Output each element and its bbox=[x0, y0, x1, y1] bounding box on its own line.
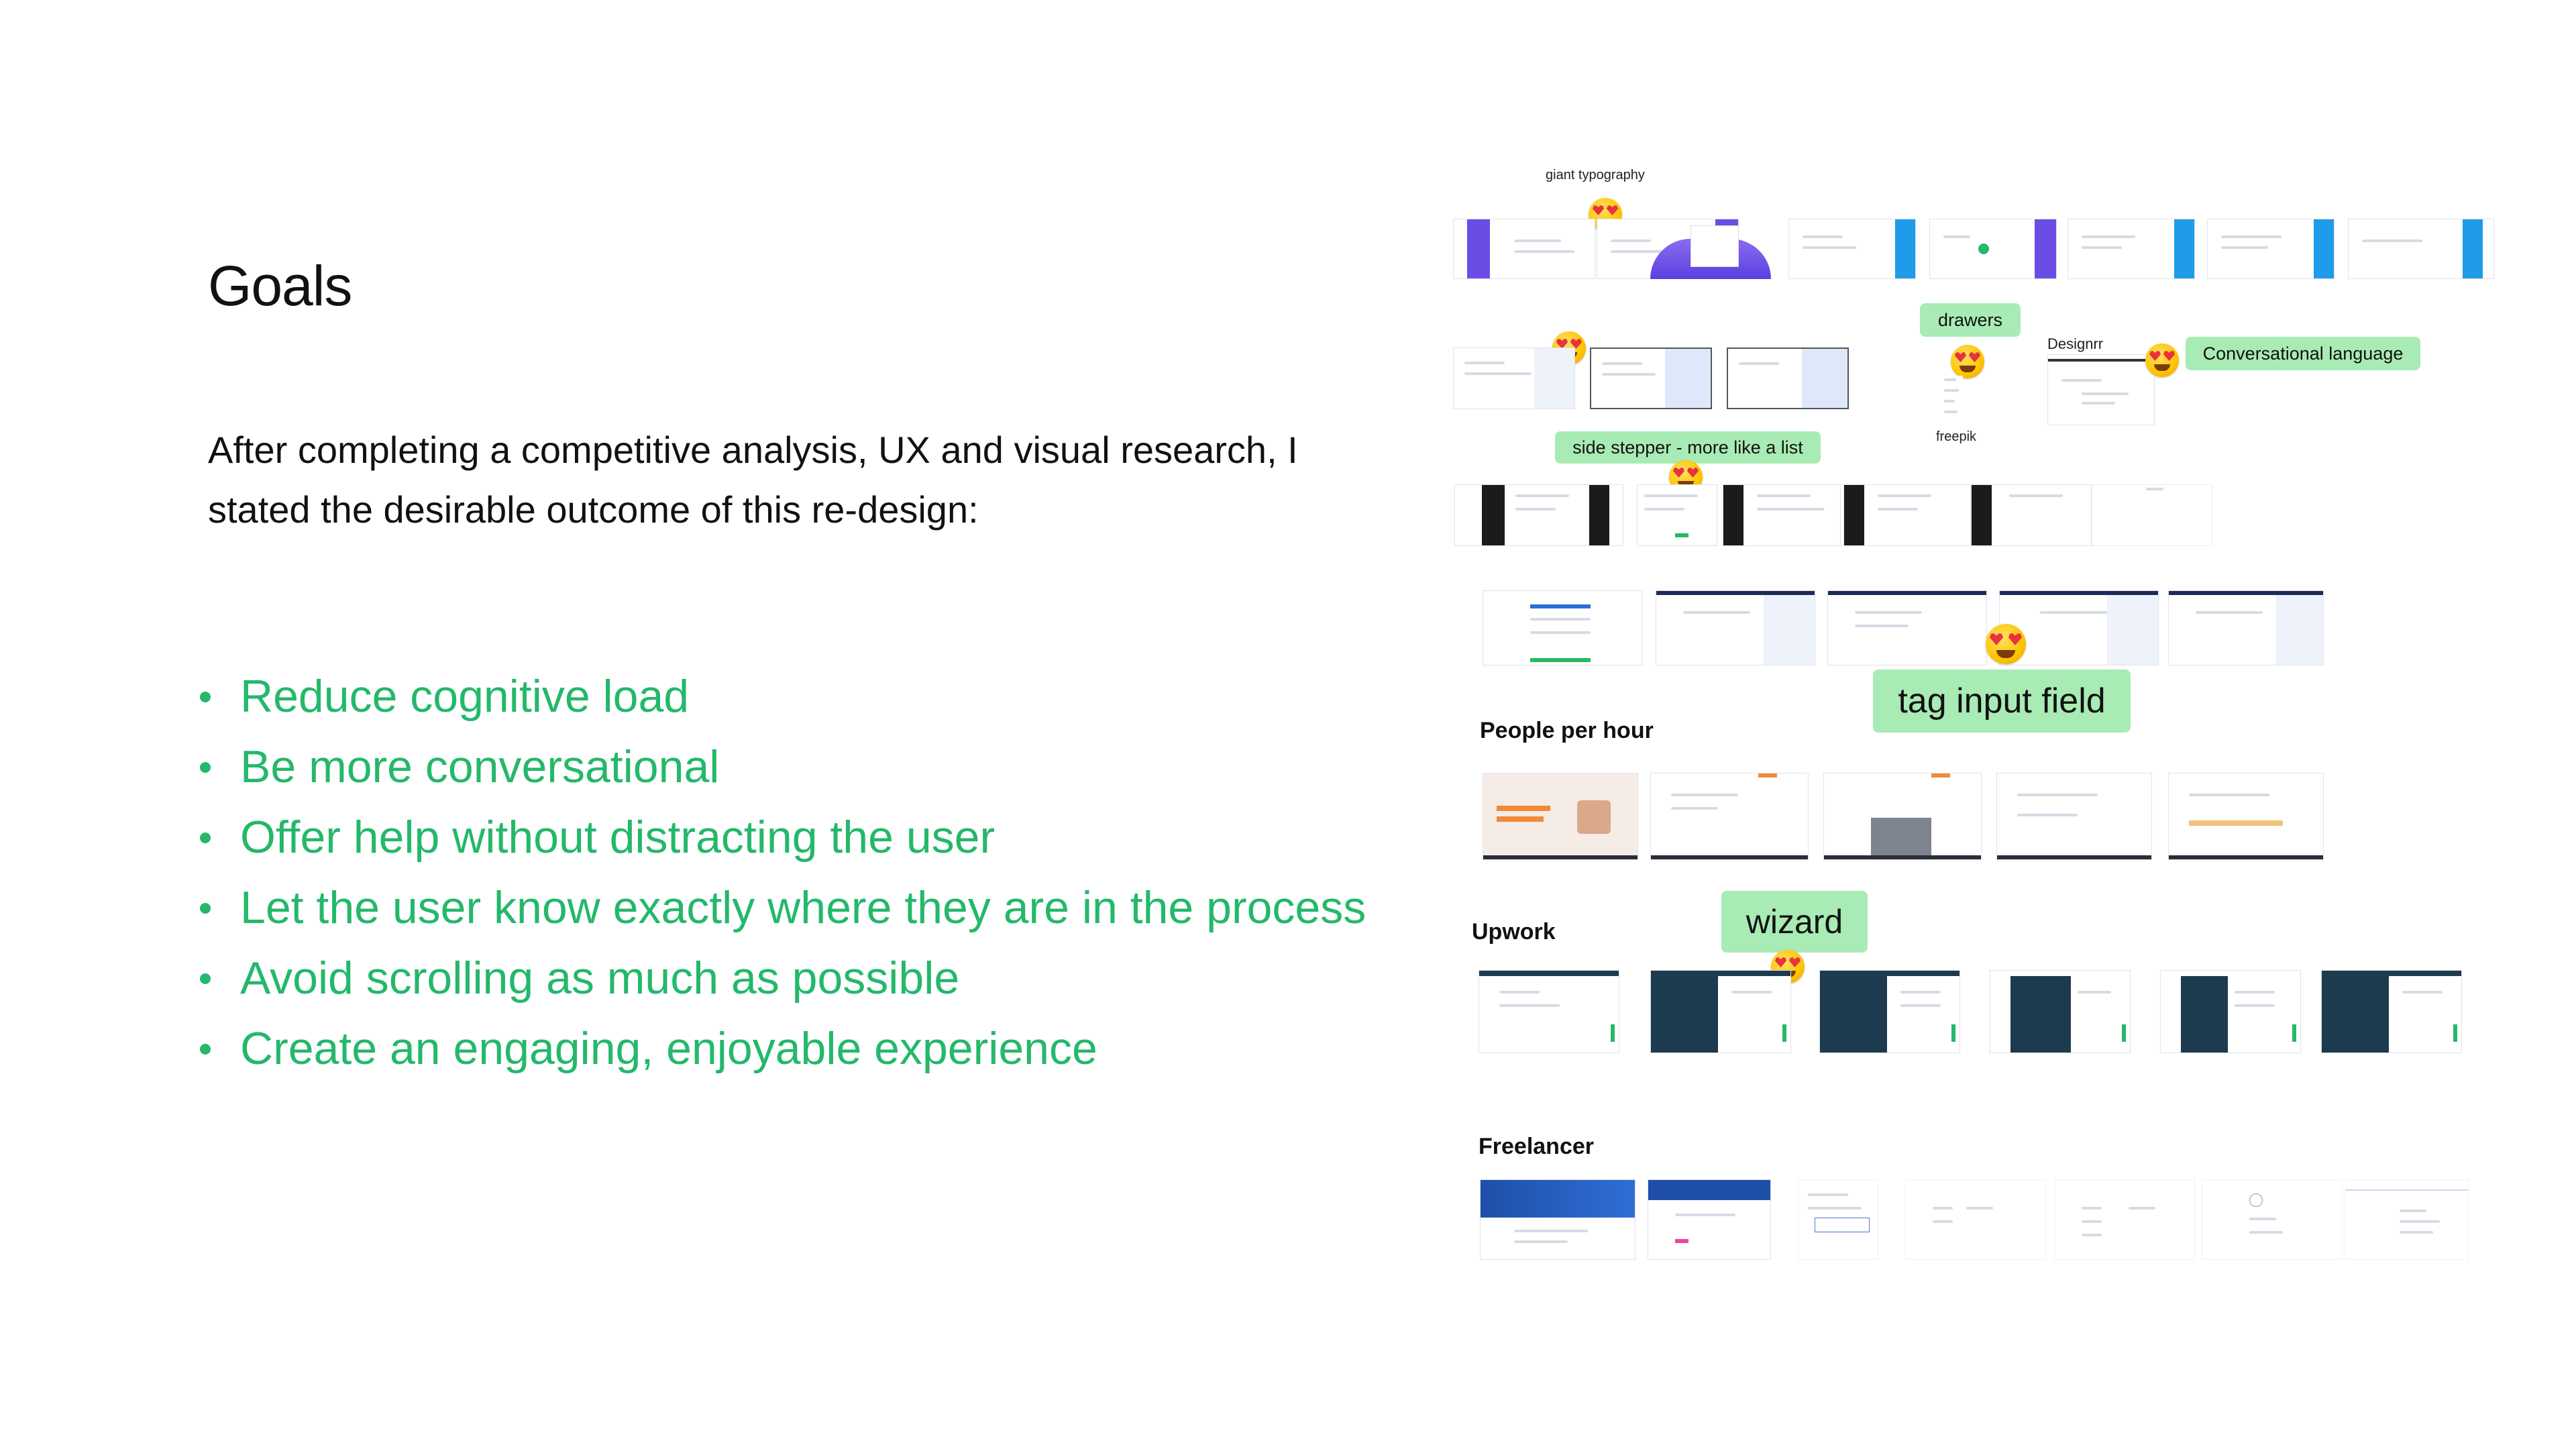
bullet-icon bbox=[200, 973, 211, 984]
screenshot-thumbnail bbox=[1637, 484, 1717, 546]
screenshot-thumbnail bbox=[1905, 1179, 2046, 1260]
screenshot-thumbnail bbox=[1656, 590, 1815, 665]
screenshot-thumbnail bbox=[1944, 376, 1963, 425]
goal-item: Offer help without distracting the user bbox=[196, 802, 1366, 873]
screenshot-thumbnail bbox=[2207, 219, 2334, 279]
screenshot-thumbnail bbox=[1996, 773, 2152, 860]
bullet-icon bbox=[200, 1044, 211, 1055]
note-giant-typography: giant typography bbox=[1546, 168, 1645, 182]
screenshot-thumbnail bbox=[1929, 219, 2057, 279]
screenshot-thumbnail bbox=[2160, 970, 2301, 1053]
screenshot-thumbnail bbox=[2202, 1179, 2343, 1260]
screenshot-thumbnail bbox=[1650, 219, 1771, 279]
goal-item: Create an engaging, enjoyable experience bbox=[196, 1014, 1366, 1084]
note-freepik: freepik bbox=[1936, 429, 1977, 444]
heart-eyes-emoji-icon bbox=[1986, 624, 2026, 664]
screenshot-thumbnail bbox=[1483, 773, 1638, 860]
bullet-icon bbox=[200, 692, 211, 702]
screenshot-thumbnail bbox=[1453, 219, 1595, 279]
screenshot-thumbnail bbox=[1727, 347, 1849, 409]
screenshot-thumbnail bbox=[2321, 970, 2462, 1053]
goals-list: Reduce cognitive load Be more conversati… bbox=[196, 661, 1366, 1084]
heart-eyes-emoji-icon bbox=[1951, 345, 1984, 378]
screenshot-thumbnail bbox=[2168, 773, 2324, 860]
note-designrr: Designrr bbox=[2047, 335, 2104, 352]
screenshot-thumbnail bbox=[1480, 1179, 1635, 1260]
screenshot-thumbnail bbox=[1650, 773, 1809, 860]
screenshot-thumbnail bbox=[1990, 970, 2131, 1053]
screenshot-thumbnail bbox=[2047, 354, 2155, 425]
section-label-people-per-hour: People per hour bbox=[1480, 718, 1654, 743]
screenshot-thumbnail bbox=[1827, 590, 1987, 665]
note-side-stepper: side stepper - more like a list bbox=[1555, 431, 1821, 464]
page-title: Goals bbox=[208, 254, 352, 317]
screenshot-thumbnail bbox=[2054, 1179, 2195, 1260]
screenshot-thumbnail bbox=[1723, 484, 1841, 546]
screenshot-thumbnail bbox=[1798, 1179, 1878, 1260]
screenshot-thumbnail bbox=[1843, 484, 1971, 546]
note-tag-input-field: tag input field bbox=[1873, 669, 2131, 733]
screenshot-thumbnail bbox=[1454, 484, 1623, 546]
screenshot-thumbnail bbox=[2348, 219, 2494, 279]
note-conversational-language: Conversational language bbox=[2186, 337, 2420, 370]
screenshot-thumbnail bbox=[1819, 970, 1960, 1053]
note-drawers: drawers bbox=[1920, 303, 2021, 337]
heart-eyes-emoji-icon bbox=[2145, 343, 2179, 377]
screenshot-thumbnail bbox=[1648, 1179, 1771, 1260]
screenshot-thumbnail bbox=[1788, 219, 1916, 279]
bullet-icon bbox=[200, 833, 211, 843]
bullet-icon bbox=[200, 903, 211, 914]
screenshot-thumbnail bbox=[1453, 347, 1575, 409]
screenshot-thumbnail bbox=[1999, 590, 2159, 665]
screenshot-thumbnail bbox=[2345, 1179, 2469, 1260]
screenshot-thumbnail bbox=[1483, 590, 1642, 665]
screenshot-thumbnail bbox=[1590, 347, 1712, 409]
screenshot-thumbnail bbox=[1971, 484, 2092, 546]
screenshot-thumbnail bbox=[1479, 970, 1619, 1053]
section-label-upwork: Upwork bbox=[1472, 919, 1556, 945]
screenshot-thumbnail bbox=[2068, 219, 2195, 279]
goal-item: Let the user know exactly where they are… bbox=[196, 873, 1366, 943]
screenshot-thumbnail bbox=[2168, 590, 2324, 665]
bullet-icon bbox=[200, 762, 211, 773]
section-label-freelancer: Freelancer bbox=[1479, 1134, 1594, 1159]
note-wizard: wizard bbox=[1721, 891, 1868, 953]
intro-paragraph: After completing a competitive analysis,… bbox=[208, 429, 1298, 531]
screenshot-thumbnail bbox=[1823, 773, 1982, 860]
goal-item: Reduce cognitive load bbox=[196, 661, 1366, 732]
goal-item: Avoid scrolling as much as possible bbox=[196, 943, 1366, 1014]
screenshot-thumbnail bbox=[1650, 970, 1791, 1053]
goal-item: Be more conversational bbox=[196, 732, 1366, 802]
screenshot-thumbnail bbox=[2092, 484, 2212, 546]
